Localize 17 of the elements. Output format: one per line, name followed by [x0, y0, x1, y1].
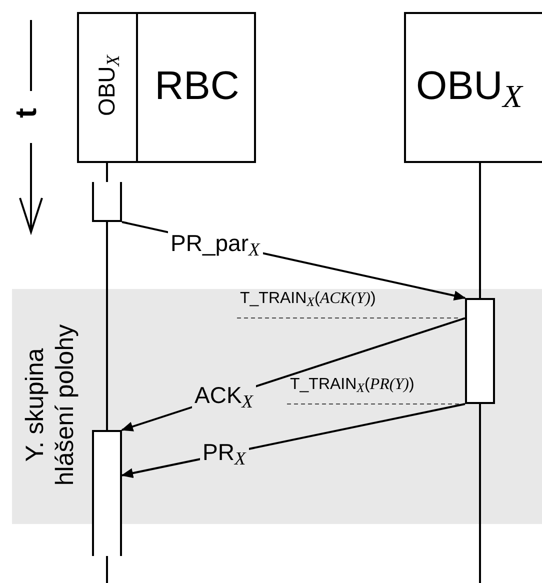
activation-bar: [92, 430, 122, 556]
activation-bar: [465, 298, 495, 404]
lifeline: [106, 222, 108, 430]
band-label: Y. skupina hlášení polohy: [20, 323, 80, 488]
timer-label: T_TRAIN$_{X}$(ACK(Y)): [240, 290, 376, 308]
lifeline-header-box: [77, 12, 256, 163]
participant-name: RBC: [154, 64, 240, 109]
lifeline: [106, 556, 108, 583]
edge-label: PR_par$_{X}$: [168, 230, 263, 256]
participant-name: OBU$_{X}$: [416, 64, 522, 109]
activation-bar: [92, 182, 122, 222]
lifeline: [479, 404, 481, 583]
lifeline: [106, 163, 108, 182]
timer-label: T_TRAIN$_{X}$(PR(Y)): [290, 376, 414, 394]
lifeline-header-box: [404, 12, 542, 163]
time-label: t: [10, 108, 44, 118]
lifeline: [479, 163, 481, 298]
